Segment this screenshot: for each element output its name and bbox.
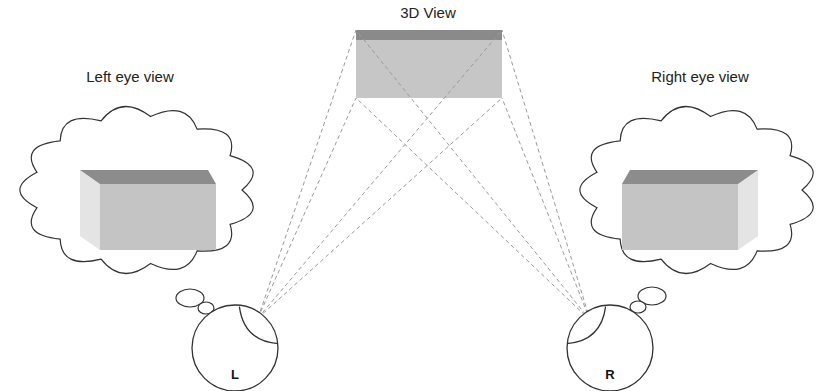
sight-line [258,98,356,318]
thought-cloud [20,106,253,273]
sight-line [258,98,502,318]
sight-lines [258,30,590,320]
eye-circle: R [566,304,654,391]
left-view-top [80,170,216,184]
sight-line [258,30,502,318]
object-top [356,30,502,40]
eye-circle: L [191,304,279,391]
sight-line [356,98,590,320]
view-label: 3D View [400,4,456,21]
eyeball [567,305,653,391]
eye-lens [567,307,606,344]
sight-line [258,30,356,318]
thought-clouds [20,106,813,273]
eye-lens [239,307,278,344]
view-label: Right eye view [651,68,749,85]
left-view-front [100,184,216,250]
eye-letter: L [231,367,239,382]
right-view-top [622,170,758,184]
sight-line [502,30,590,320]
sight-line [502,98,590,320]
thought-cloud [580,106,813,273]
eye-letter: R [605,367,614,382]
left-view-side [80,170,100,250]
sight-line [356,30,590,320]
eyeball [192,305,278,391]
right-view-side [738,170,758,250]
right-view-front [622,184,738,250]
view-label: Left eye view [86,68,174,85]
object-body [356,40,502,98]
